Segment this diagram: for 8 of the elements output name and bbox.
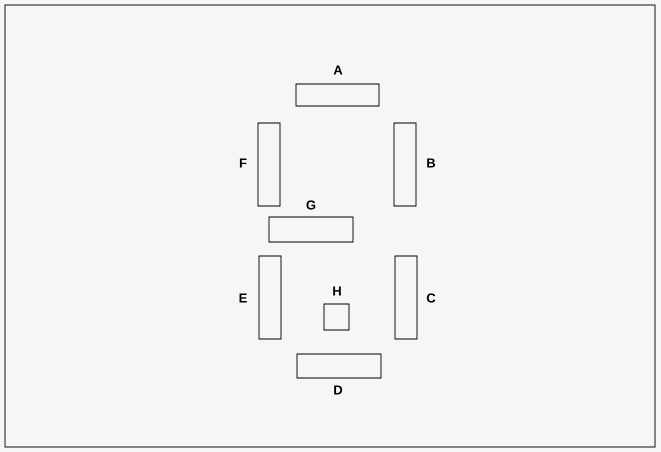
- segment-letter: C: [426, 293, 436, 303]
- segment-letter: E: [240, 294, 247, 302]
- segment-letter: A: [334, 66, 342, 74]
- segment-letter: F: [240, 158, 246, 168]
- segment-letter: B: [427, 158, 436, 168]
- segment-letter: D: [334, 386, 342, 394]
- segment-letter: G: [306, 200, 316, 210]
- segment-letter: H: [333, 286, 341, 296]
